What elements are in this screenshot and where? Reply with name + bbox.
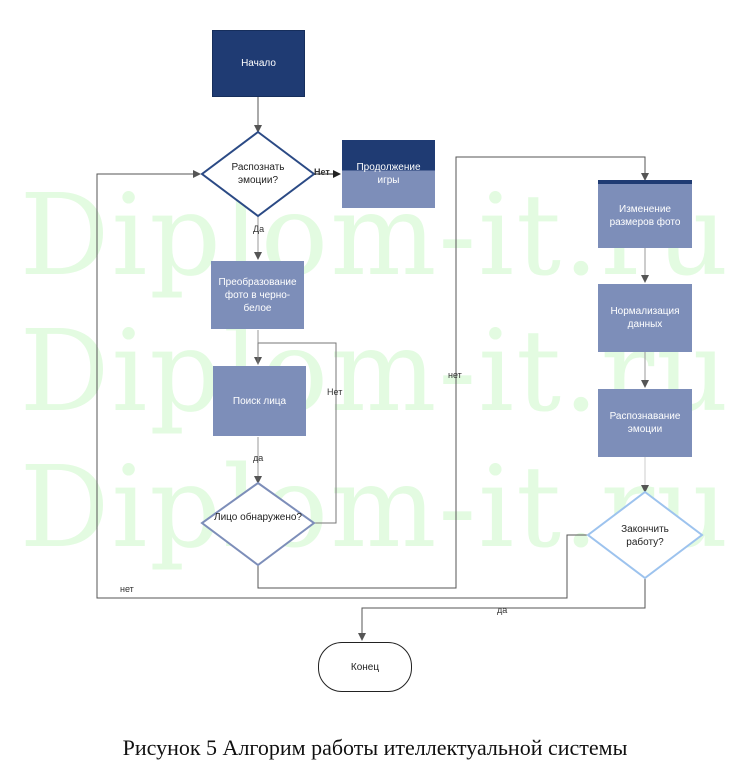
decision-finish-shape [586, 490, 704, 580]
continue-game-label: Продолжение игры [356, 162, 421, 186]
start-node: Начало [212, 30, 305, 97]
edge-label-face-yes: да [253, 453, 264, 463]
edge-label-recognize-no: Нет [314, 167, 330, 177]
convert-bw-node: Преобразование фото в черно-белое [211, 261, 304, 329]
decision-recognize-shape [200, 130, 316, 218]
edge-finish-no-loop [96, 170, 588, 599]
decision-facefound-shape [200, 481, 316, 567]
face-search-node: Поиск лица [213, 366, 306, 436]
edge-label-face-no: Нет [327, 387, 343, 397]
edge-label-finish-yes: да [497, 605, 508, 615]
edge-label-finish-no: нет [120, 584, 134, 594]
resize-photo-node: Изменение размеров фото [598, 180, 692, 248]
continue-game-node: Продолжение игры [342, 140, 435, 208]
start-label: Начало [241, 58, 276, 69]
decision-recognize-label: Распознать эмоции? [231, 162, 285, 186]
figure-caption: Рисунок 5 Алгорим работы ителлектуальной… [122, 735, 628, 760]
end-node: Конец [318, 642, 412, 692]
edge-label-to-resize-no: нет [448, 370, 462, 380]
normalize-node: Нормализация данных [598, 284, 692, 352]
resize-photo-label: Изменение размеров фото [609, 204, 681, 228]
decision-facefound-label: Лицо обнаружено? [214, 512, 302, 523]
end-label: Конец [350, 661, 380, 673]
edge-facefound-no-loop [257, 342, 337, 524]
emotion-recognition-label: Распознавание эмоции [609, 411, 681, 435]
edge-label-recognize-yes: Да [253, 224, 265, 234]
emotion-recognition-node: Распознавание эмоции [598, 389, 692, 457]
normalize-label: Нормализация данных [610, 306, 680, 330]
edge-facefound-yes-to-resize [257, 156, 649, 589]
convert-bw-label: Преобразование фото в черно-белое [218, 276, 297, 314]
face-search-label: Поиск лица [232, 395, 287, 407]
decision-finish-label: Закончить работу? [621, 524, 669, 548]
edge-finish-yes-to-end [358, 578, 646, 641]
